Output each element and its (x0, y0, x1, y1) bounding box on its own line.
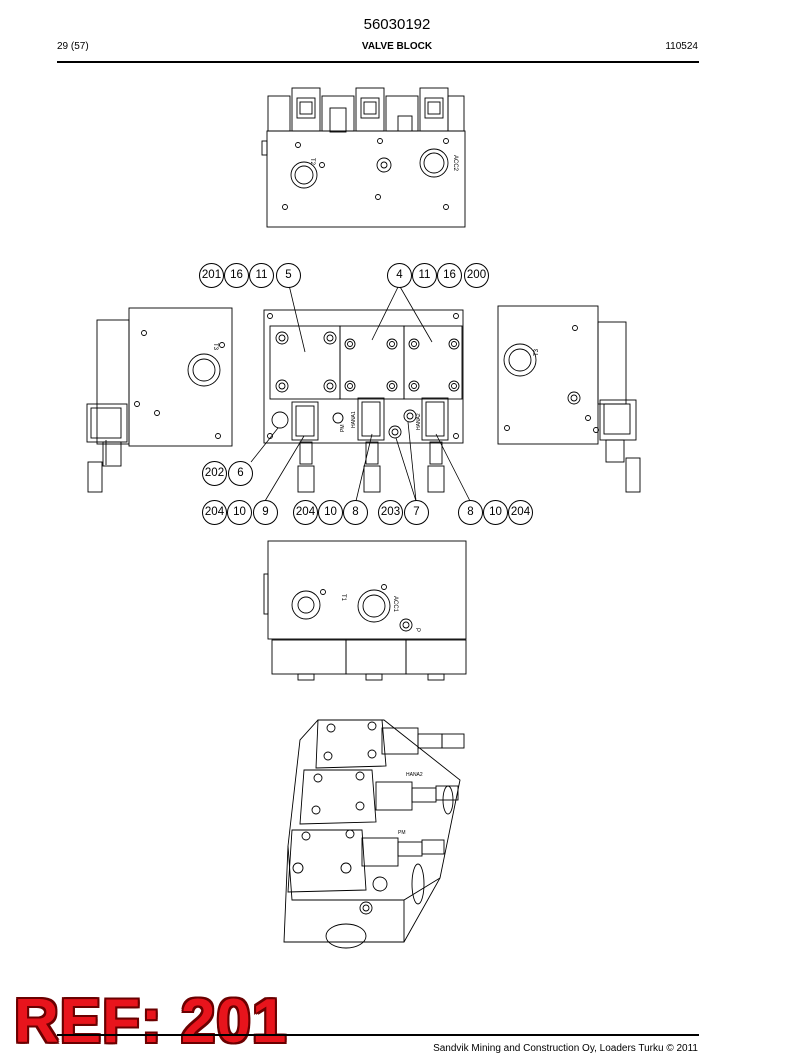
document-number: 56030192 (363, 16, 431, 33)
balloon-202: 202 (202, 461, 227, 486)
balloon-4: 4 (387, 263, 412, 288)
bottom-view: T1 ACC1 P (263, 540, 467, 681)
leader-lines (250, 284, 471, 502)
balloon-204: 204 (508, 500, 533, 525)
balloon-204: 204 (202, 500, 227, 525)
balloon-10: 10 (483, 500, 508, 525)
port-label-pm: PM (340, 425, 346, 433)
port-label-t1: T1 (340, 594, 346, 602)
balloon-8: 8 (343, 500, 368, 525)
balloon-8: 8 (458, 500, 483, 525)
isometric-view: HANA2 PM (283, 719, 465, 949)
port-label-t3-left: T3 (212, 343, 218, 351)
footer-rule (57, 1034, 699, 1036)
footer-copyright: Sandvik Mining and Construction Oy, Load… (433, 1043, 698, 1054)
right-side-view: T3 (497, 305, 641, 493)
front-view: PM HANA1 HANA2 (263, 309, 464, 493)
balloon-200: 200 (464, 263, 489, 288)
balloon-204: 204 (293, 500, 318, 525)
balloon-5: 5 (276, 263, 301, 288)
port-label-p: P (414, 628, 420, 632)
balloon-16: 16 (437, 263, 462, 288)
balloon-10: 10 (227, 500, 252, 525)
balloon-16: 16 (224, 263, 249, 288)
reference-stamp: REF: 201 (14, 987, 288, 1056)
balloon-11: 11 (249, 263, 274, 288)
balloon-203: 203 (378, 500, 403, 525)
port-label-hanal2: HANA2 (416, 413, 422, 430)
balloon-10: 10 (318, 500, 343, 525)
port-label-acc1: ACC1 (392, 596, 398, 613)
iso-label-pm: PM (398, 830, 406, 836)
balloon-6: 6 (228, 461, 253, 486)
balloon-201: 201 (199, 263, 224, 288)
port-label-t2: T2 (309, 158, 315, 166)
header-rule (57, 61, 699, 63)
page-number: 29 (57) (57, 41, 89, 52)
balloon-7: 7 (404, 500, 429, 525)
left-side-view: T3 (86, 307, 233, 493)
port-label-hanal1: HANA1 (351, 411, 357, 428)
port-label-t3-right: T3 (534, 348, 540, 356)
document-date: 110524 (665, 41, 698, 52)
port-label-acc2: ACC2 (452, 155, 458, 172)
balloon-11: 11 (412, 263, 437, 288)
balloon-9: 9 (253, 500, 278, 525)
document-title: VALVE BLOCK (361, 41, 433, 52)
iso-label-hanal2: HANA2 (406, 772, 423, 778)
top-view: T2 ACC2 (261, 87, 466, 228)
